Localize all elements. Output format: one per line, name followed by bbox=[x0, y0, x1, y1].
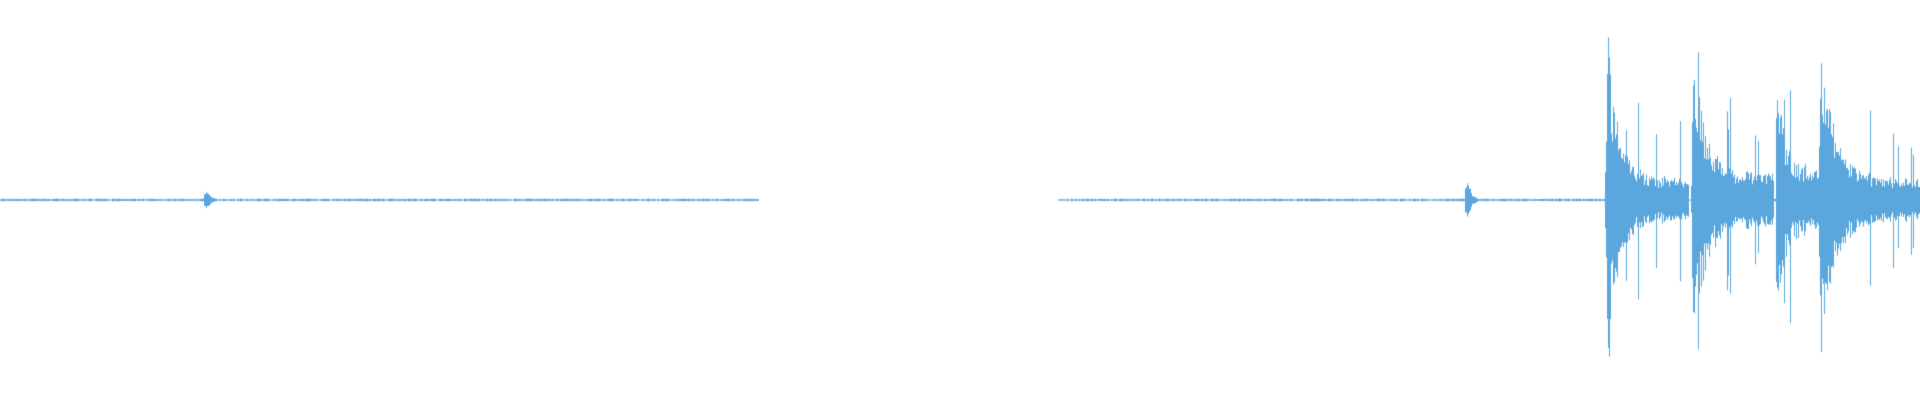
audio-waveform[interactable] bbox=[0, 0, 1920, 400]
